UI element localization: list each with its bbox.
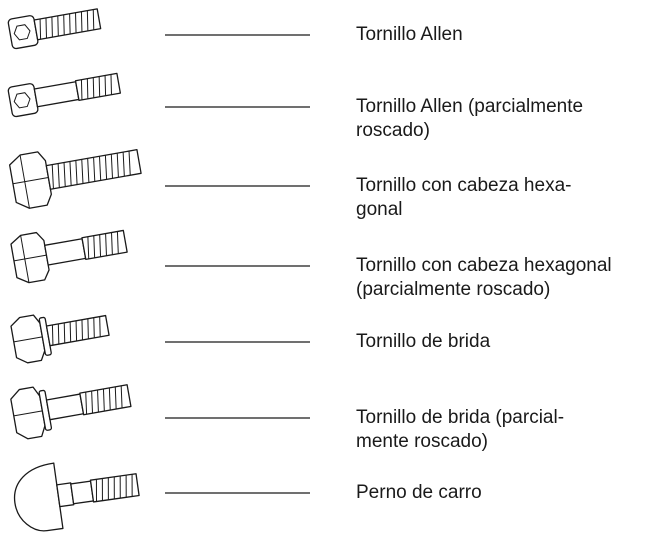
fastener-label: Tornillo Allen (parcialmente roscado) [356, 96, 584, 141]
fastener-label: Tornillo con cabeza hexagonal (parcialme… [356, 255, 612, 300]
carriage-bolt-icon [13, 462, 140, 532]
fastener-label: Perno de carro [356, 482, 482, 503]
hex-head-screw-icon [8, 149, 142, 209]
fastener-label: Tornillo con cabeza hexa- gonal [356, 175, 572, 220]
flange-screw-icon [10, 314, 110, 364]
fastener-label: Tornillo de brida [356, 331, 491, 352]
fastener-label: Tornillo Allen [356, 24, 463, 45]
hex-head-screw-partial-thread-icon [10, 229, 128, 284]
flange-screw-partial-thread-icon [10, 384, 132, 440]
allen-screw-partial-thread-icon [7, 72, 122, 118]
fastener-label: Tornillo de brida (parcial- mente roscad… [356, 407, 565, 452]
allen-screw-icon [7, 8, 102, 50]
